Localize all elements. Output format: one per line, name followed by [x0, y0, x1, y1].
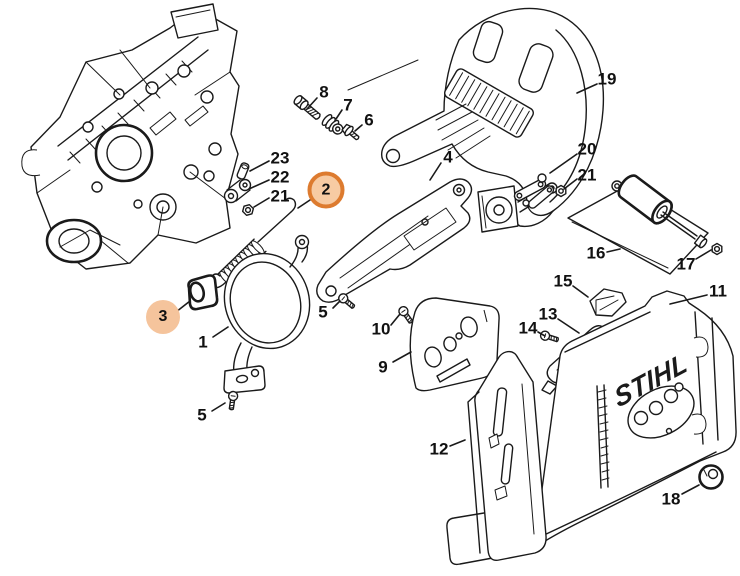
callout-20[interactable]: 20: [577, 139, 597, 159]
callout-23[interactable]: 23: [270, 148, 290, 168]
callout-12[interactable]: 12: [429, 439, 449, 459]
callout-8[interactable]: 8: [319, 82, 329, 102]
roller-kit-drawing: [567, 174, 723, 275]
side-plate-drawing: [446, 350, 547, 566]
callout-5-top[interactable]: 5: [318, 302, 328, 322]
callout-10[interactable]: 10: [371, 319, 391, 339]
lever-22: [223, 178, 252, 204]
grommet-7: [321, 114, 344, 135]
crankcase-drawing: [21, 3, 240, 270]
assembly-axis-line: [347, 59, 419, 91]
bushing-drawing: [187, 274, 219, 311]
callout-17[interactable]: 17: [676, 254, 696, 274]
nut-21-right: [555, 184, 567, 198]
callout-2[interactable]: 2: [307, 171, 345, 209]
callout-22[interactable]: 22: [270, 167, 290, 187]
callout-13[interactable]: 13: [538, 304, 558, 324]
screw-6: [341, 123, 360, 141]
inner-plate-drawing: [409, 297, 500, 392]
screw-5-bottom: [226, 390, 239, 411]
callout-19[interactable]: 19: [597, 69, 617, 89]
callout-18[interactable]: 18: [661, 489, 681, 509]
nut-17: [711, 242, 723, 256]
wedge-15: [589, 288, 627, 317]
screw-14: [538, 329, 561, 345]
callout-9[interactable]: 9: [378, 357, 388, 377]
brake-linkage-drawing: [513, 173, 567, 209]
callout-14[interactable]: 14: [518, 318, 538, 338]
pin-23: [236, 162, 250, 180]
callout-6[interactable]: 6: [364, 110, 374, 130]
callout-21-left[interactable]: 21: [270, 186, 290, 206]
nut-21-left: [241, 203, 255, 217]
nut-18: [698, 464, 724, 490]
callout-4[interactable]: 4: [443, 147, 453, 167]
grip-ribs: [444, 68, 534, 138]
sprocket-cover-drawing: STIHL: [533, 290, 737, 549]
brake-band-drawing: [223, 234, 311, 394]
callout-21-right[interactable]: 21: [577, 165, 597, 185]
callout-11[interactable]: 11: [709, 281, 727, 301]
brake-cover-drawing: [316, 178, 473, 303]
callout-15[interactable]: 15: [553, 271, 573, 291]
hand-guard-drawing: [380, 7, 605, 233]
callout-16[interactable]: 16: [586, 243, 606, 263]
callout-3[interactable]: 3: [146, 300, 180, 334]
callout-7[interactable]: 7: [343, 95, 353, 115]
callout-1[interactable]: 1: [198, 332, 208, 352]
callout-5-bottom[interactable]: 5: [197, 405, 207, 425]
